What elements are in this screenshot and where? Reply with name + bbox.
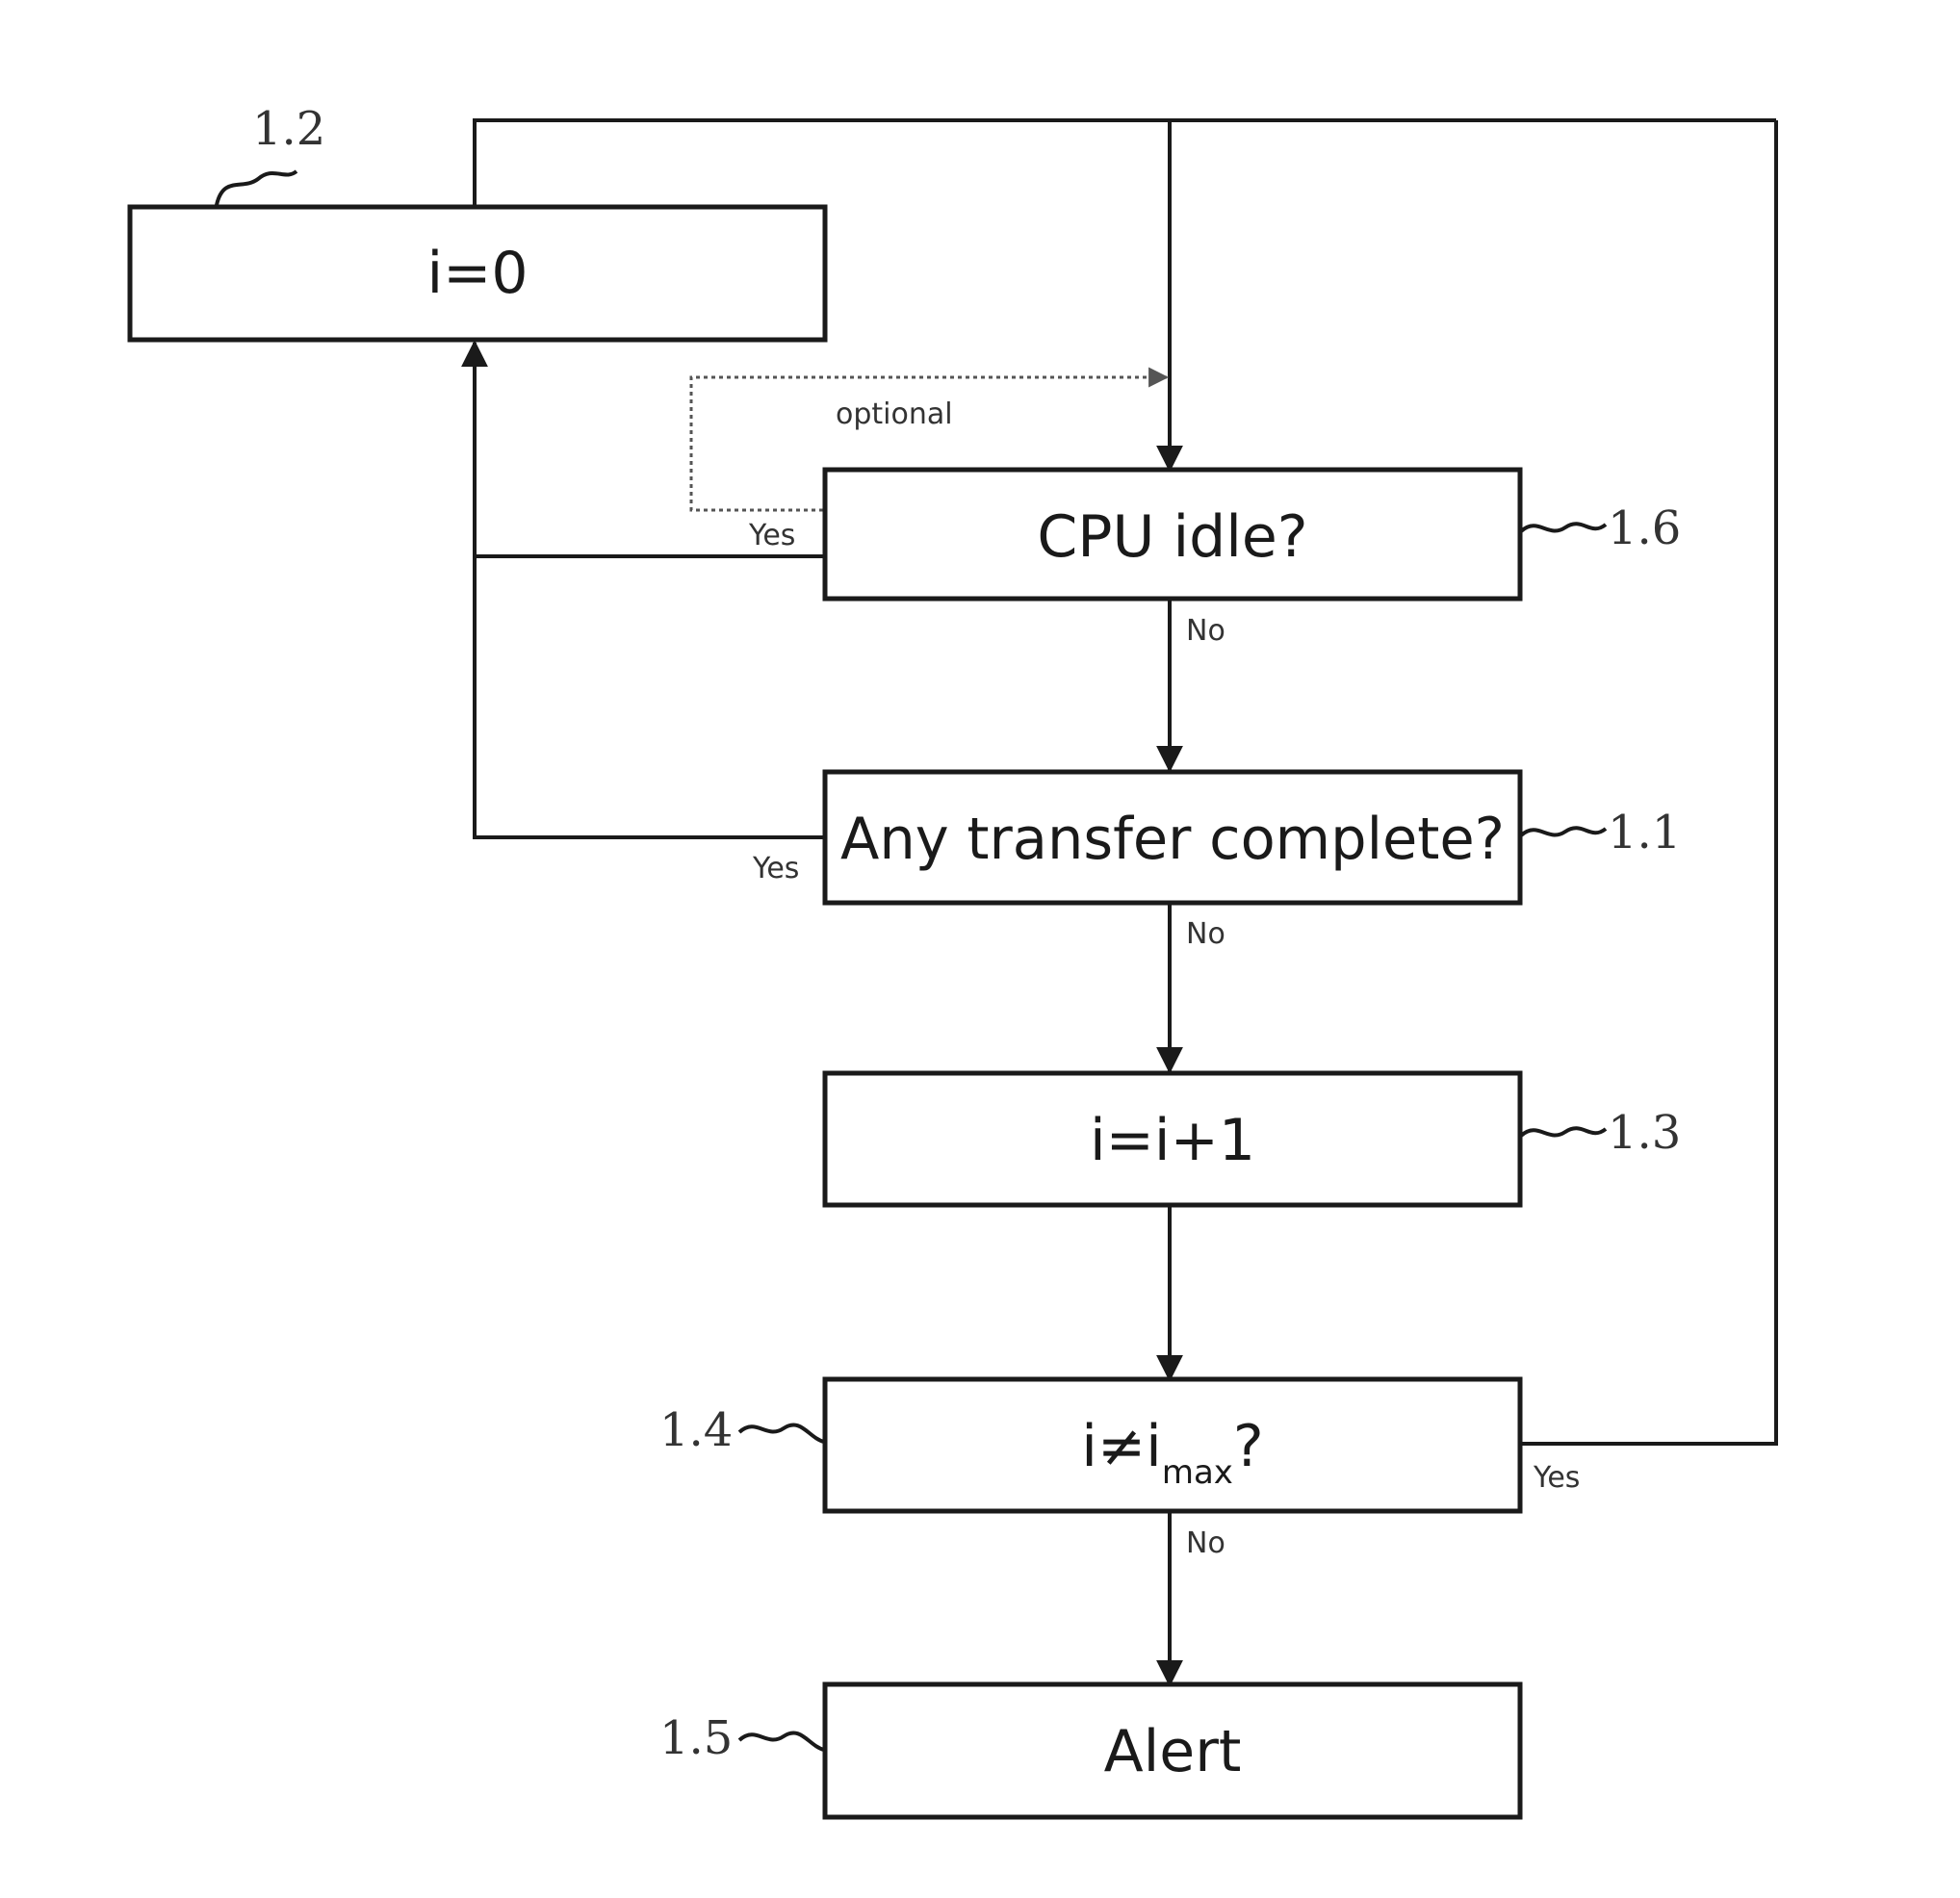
init-to-loop-top-line [475, 120, 1776, 205]
node-compare: i≠imax? 1.4 [659, 1379, 1520, 1511]
transfer-yes-to-init-arrow [475, 343, 823, 837]
node-transfer-complete: Any transfer complete? 1.1 [825, 772, 1681, 903]
node-increment-label: i=i+1 [1090, 1107, 1255, 1174]
node-alert-label: Alert [1104, 1718, 1242, 1785]
node-transfer-complete-label: Any transfer complete? [840, 806, 1505, 873]
node-init-label: i=0 [426, 240, 528, 307]
node-alert: Alert 1.5 [659, 1684, 1520, 1817]
node-compare-label-sub: max [1162, 1453, 1233, 1492]
ref-leader-increment [1521, 1128, 1606, 1136]
node-cpu-idle-ref: 1.6 [1608, 501, 1681, 555]
ref-leader-cpu [1521, 524, 1606, 531]
node-compare-ref: 1.4 [659, 1403, 733, 1457]
ref-leader-transfer [1521, 828, 1606, 835]
edge-label-transfer-yes: Yes [752, 852, 799, 885]
node-transfer-complete-ref: 1.1 [1608, 806, 1681, 859]
compare-yes-return-line [1521, 120, 1776, 1444]
node-init-ref: 1.2 [252, 102, 325, 156]
node-compare-label-main: i≠i [1081, 1413, 1162, 1480]
node-init: i=0 1.2 [130, 102, 825, 340]
edge-label-optional: optional [836, 398, 953, 431]
edge-label-compare-no: No [1186, 1526, 1225, 1560]
node-compare-label-tail: ? [1233, 1413, 1264, 1480]
ref-leader-compare [739, 1424, 824, 1442]
node-increment: i=i+1 1.3 [825, 1073, 1681, 1205]
node-increment-ref: 1.3 [1608, 1106, 1681, 1160]
node-cpu-idle: CPU idle? 1.6 [825, 470, 1681, 599]
edge-label-cpu-yes: Yes [748, 519, 795, 552]
edge-label-compare-yes: Yes [1533, 1461, 1580, 1495]
node-cpu-idle-label: CPU idle? [1037, 503, 1307, 571]
edge-label-transfer-no: No [1186, 917, 1225, 951]
node-alert-ref: 1.5 [659, 1711, 733, 1765]
ref-leader-init [217, 171, 297, 205]
ref-leader-alert [739, 1732, 824, 1750]
edge-label-cpu-no: No [1186, 614, 1225, 648]
